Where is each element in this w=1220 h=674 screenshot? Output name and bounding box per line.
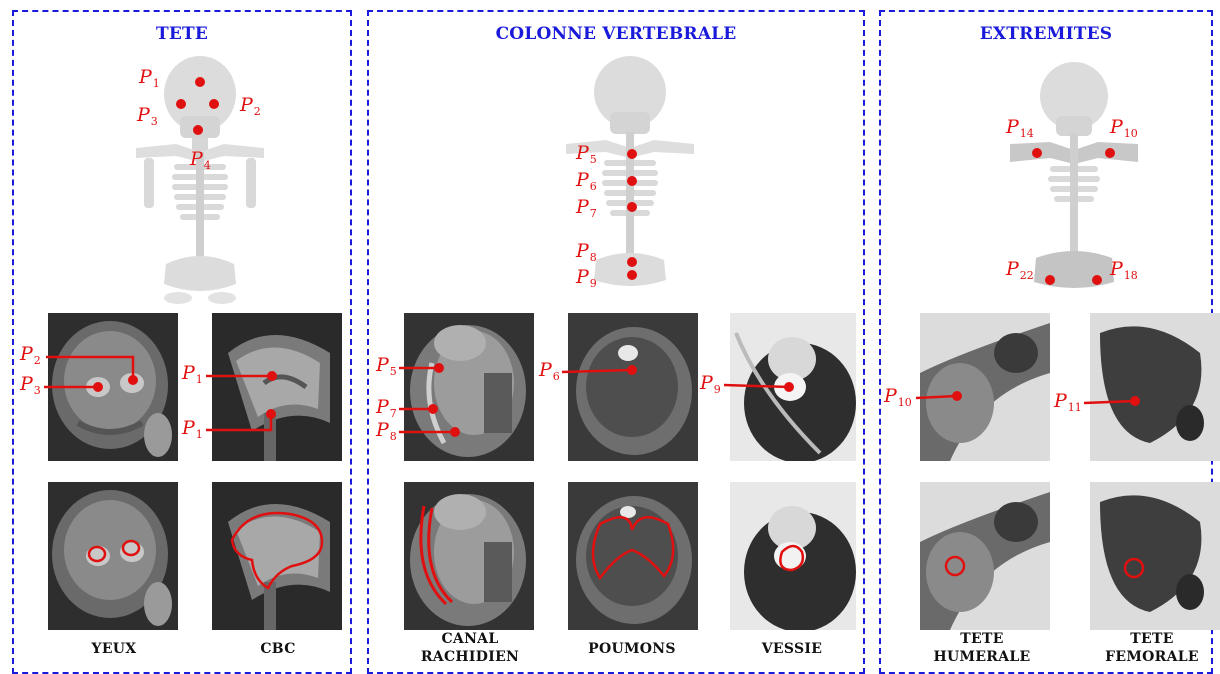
panel-title-extremites: EXTREMITES bbox=[881, 24, 1211, 44]
landmark-label: P6 bbox=[576, 171, 597, 192]
mri-femorale-contour bbox=[1090, 482, 1220, 630]
landmark-label: P1 bbox=[182, 364, 203, 385]
landmark-label: P11 bbox=[1054, 392, 1082, 413]
mri-femorale-landmarks bbox=[1090, 313, 1220, 461]
caption-canal-rachidien: CANAL RACHIDIEN bbox=[414, 630, 526, 666]
landmark-label: P10 bbox=[1110, 118, 1138, 139]
caption-yeux: YEUX bbox=[58, 640, 170, 658]
landmark-label: P8 bbox=[576, 242, 597, 263]
mri-cbc-landmarks bbox=[212, 313, 342, 461]
caption-tete-femorale: TETE FEMORALE bbox=[1096, 630, 1208, 666]
landmark-label: P10 bbox=[884, 387, 912, 408]
landmark-label: P1 bbox=[139, 68, 160, 89]
mri-cbc-contour bbox=[212, 482, 342, 630]
landmark-label: P5 bbox=[576, 144, 597, 165]
landmark-label: P9 bbox=[576, 268, 597, 289]
caption-poumons: POUMONS bbox=[576, 640, 688, 658]
landmark-label: P22 bbox=[1006, 260, 1034, 281]
mri-vessie-landmarks bbox=[730, 313, 856, 461]
landmark-label: P4 bbox=[190, 150, 211, 171]
landmark-label: P14 bbox=[1006, 118, 1034, 139]
mri-poumons-contour bbox=[568, 482, 698, 630]
landmark-label: P2 bbox=[20, 345, 41, 366]
mri-vessie-contour bbox=[730, 482, 856, 630]
landmark-label: P18 bbox=[1110, 260, 1138, 281]
mri-yeux-contours bbox=[48, 482, 178, 630]
landmark-label: P1 bbox=[182, 419, 203, 440]
caption-tete-humerale: TETE HUMERALE bbox=[926, 630, 1038, 666]
landmark-label: P7 bbox=[576, 198, 597, 219]
landmark-label: P3 bbox=[137, 106, 158, 127]
landmark-label: P7 bbox=[376, 398, 397, 419]
panel-title-tete: TETE bbox=[14, 24, 350, 44]
mri-humerale-landmarks bbox=[920, 313, 1050, 461]
landmark-label: P2 bbox=[240, 96, 261, 117]
landmark-label: P9 bbox=[700, 374, 721, 395]
caption-vessie: VESSIE bbox=[736, 640, 848, 658]
mri-yeux-landmarks bbox=[48, 313, 178, 461]
landmark-label: P3 bbox=[20, 375, 41, 396]
landmark-label: P5 bbox=[376, 356, 397, 377]
landmark-label: P8 bbox=[376, 421, 397, 442]
mri-canal-contour bbox=[404, 482, 534, 630]
mri-poumons-landmarks bbox=[568, 313, 698, 461]
panel-title-colonne: COLONNE VERTEBRALE bbox=[369, 24, 863, 44]
mri-canal-landmarks bbox=[404, 313, 534, 461]
mri-humerale-contour bbox=[920, 482, 1050, 630]
landmark-label: P6 bbox=[539, 361, 560, 382]
caption-cbc: CBC bbox=[222, 640, 334, 658]
